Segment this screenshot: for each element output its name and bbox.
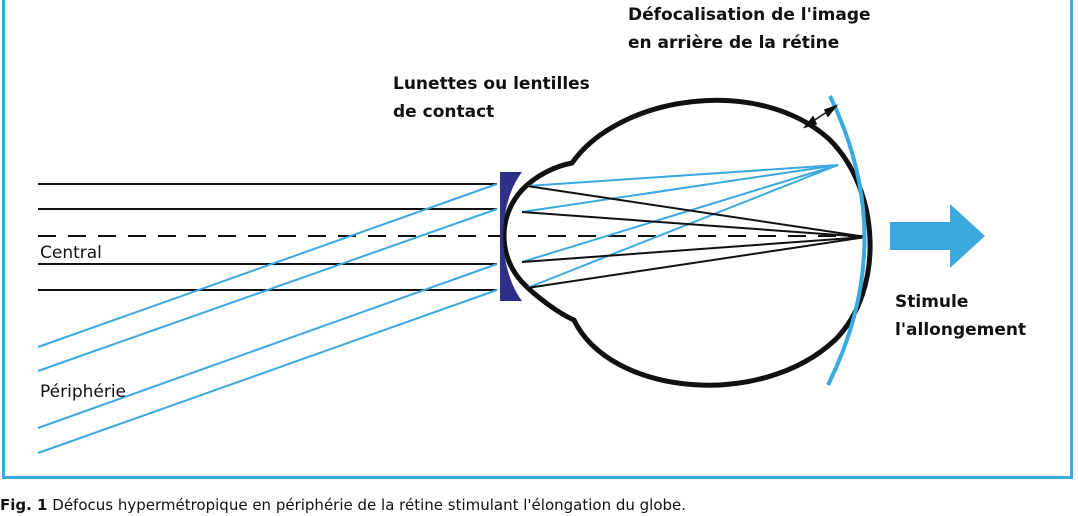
figure-number: Fig. 1 (0, 496, 48, 514)
inner-black-ray-3 (521, 236, 867, 263)
stimule-label-line2: l'allongement (895, 320, 1026, 340)
inner-black-ray-2 (521, 211, 867, 238)
inner-blue-ray-4 (526, 164, 839, 289)
diagram-frame (2, 0, 1073, 479)
figure-caption: Fig. 1 Défocus hypermétropique en périph… (0, 496, 1078, 516)
peripheral-ray-1 (37, 183, 498, 348)
defocus-label-line1: Défocalisation de l'image (628, 5, 871, 25)
corrective-lens (500, 172, 522, 301)
peripheral-ray-4 (37, 289, 498, 454)
inner-black-ray-1 (526, 185, 867, 238)
lens-label-line1: Lunettes ou lentilles (393, 74, 590, 94)
elongation-arrow-icon (890, 204, 985, 268)
incoming-peripheral-rays (37, 183, 498, 454)
inner-peripheral-rays (521, 164, 839, 289)
peripheral-ray-2 (37, 208, 498, 372)
peripherie-label: Périphérie (40, 382, 126, 402)
inner-central-rays (521, 185, 867, 289)
stimule-label-line1: Stimule (895, 292, 968, 312)
defocus-image-curve (826, 95, 867, 386)
lens-label-line2: de contact (393, 102, 494, 122)
defocus-label-line2: en arrière de la rétine (628, 33, 839, 53)
inner-blue-ray-1 (526, 164, 839, 187)
inner-blue-ray-2 (521, 164, 839, 213)
central-label: Central (40, 243, 102, 263)
eye-optics-diagram: Défocalisation de l'image en arrière de … (37, 5, 1026, 454)
figure-caption-text: Défocus hypermétropique en périphérie de… (52, 496, 687, 514)
inner-black-ray-4 (526, 236, 867, 289)
defocus-gap-arrow (802, 104, 839, 129)
inner-blue-ray-3 (521, 164, 839, 263)
peripheral-ray-3 (37, 263, 498, 429)
eye-globe (501, 97, 873, 388)
